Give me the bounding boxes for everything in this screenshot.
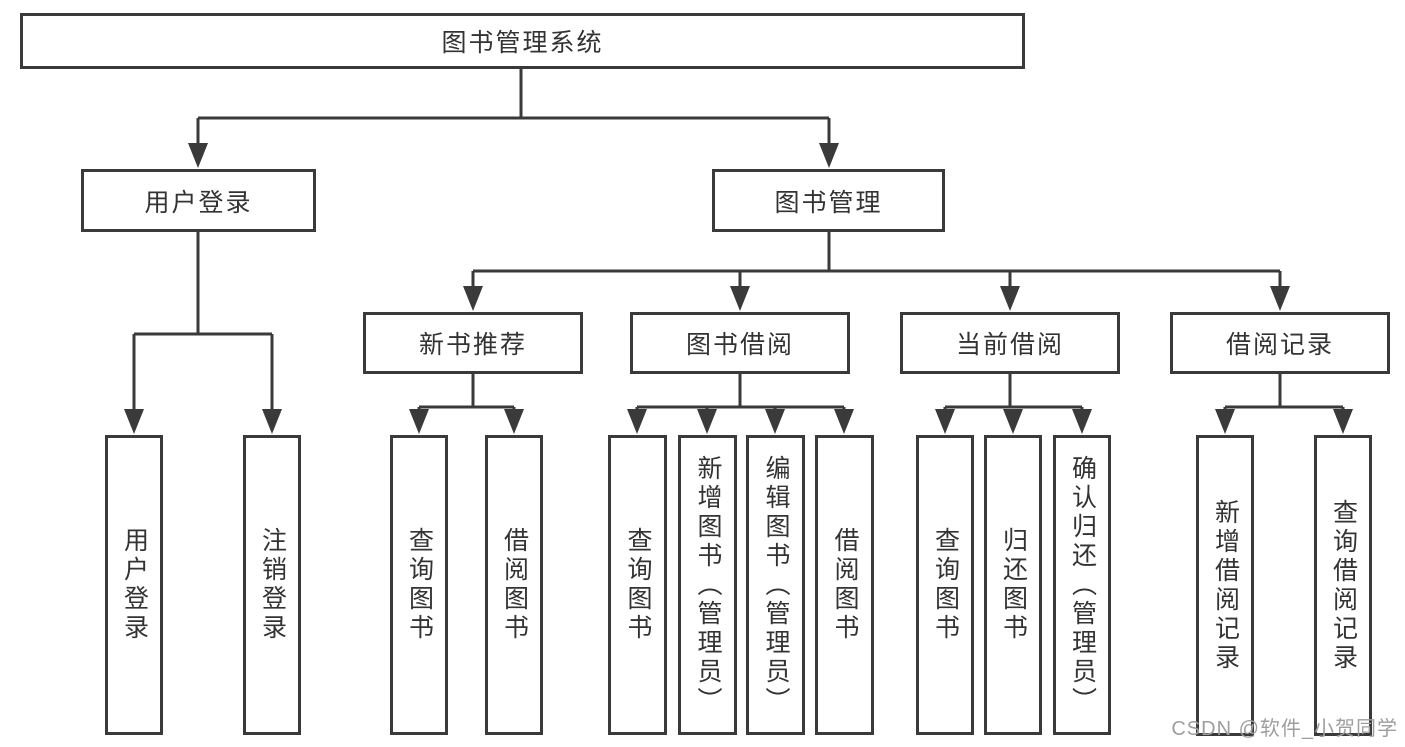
node-user-login-leaf: 用户登录: [105, 435, 163, 735]
node-cb-query-books: 查询图书: [916, 435, 974, 735]
node-cb-confirm-return-admin: 确认归还（管理员）: [1053, 435, 1111, 735]
node-book-management: 图书管理: [712, 169, 945, 232]
node-new-book-recommendation: 新书推荐: [363, 312, 583, 374]
node-br-add-record: 新增借阅记录: [1196, 435, 1254, 736]
node-book-borrowing: 图书借阅: [630, 312, 850, 374]
node-bb-edit-books-admin: 编辑图书（管理员）: [746, 435, 805, 735]
node-user-login-branch: 用户登录: [81, 169, 316, 232]
node-bb-add-books-admin: 新增图书（管理员）: [678, 435, 737, 735]
node-logout: 注销登录: [243, 435, 301, 735]
csdn-watermark: CSDN @软件_小贺同学: [1171, 718, 1398, 740]
node-bb-borrow-books: 借阅图书: [815, 435, 874, 735]
node-bb-query-books: 查询图书: [608, 435, 667, 735]
node-current-borrowing: 当前借阅: [900, 312, 1120, 374]
node-rec-query-books: 查询图书: [390, 435, 448, 735]
arrowhead-icons: [124, 143, 1353, 434]
node-borrowing-records: 借阅记录: [1170, 312, 1390, 374]
node-library-management-system: 图书管理系统: [20, 13, 1025, 69]
node-rec-borrow-books: 借阅图书: [485, 435, 543, 735]
node-cb-return-books: 归还图书: [984, 435, 1042, 735]
node-br-query-record: 查询借阅记录: [1314, 435, 1372, 736]
